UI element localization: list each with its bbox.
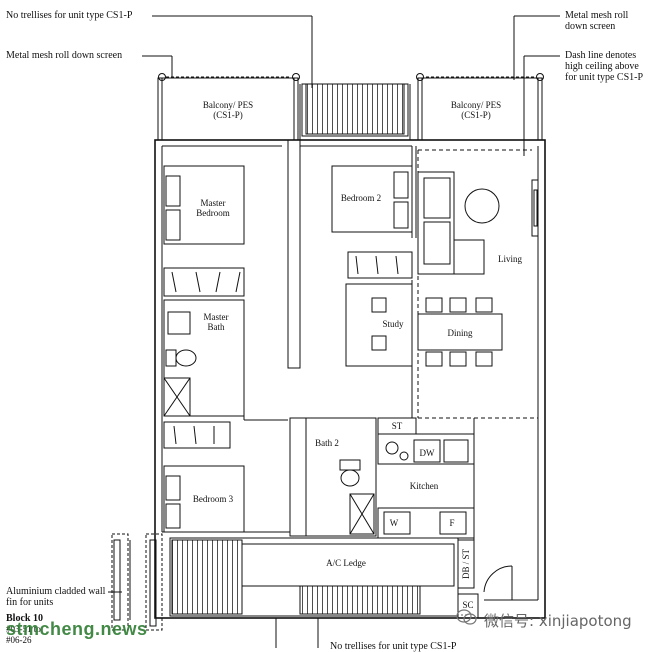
- annotation-no-trellises-bottom: No trellises for unit type CS1-P: [330, 641, 457, 652]
- watermark-wechat: 微信号: xinjiapotong: [484, 612, 632, 630]
- room-label-master-bedroom: Master Bedroom: [196, 198, 230, 218]
- room-label-f: F: [449, 518, 455, 528]
- wechat-icon: [456, 609, 477, 625]
- unit-outline: [154, 139, 546, 619]
- room-label-dining: Dining: [447, 328, 473, 338]
- room-label-living: Living: [498, 254, 522, 264]
- room-label-dw: DW: [419, 448, 435, 458]
- annotation-aluminium-fin: Aluminium cladded wall fin for units: [6, 586, 106, 608]
- room-label-balcony-left: Balcony/ PES (CS1-P): [202, 100, 254, 120]
- room-label-bedroom-2: Bedroom 2: [340, 193, 382, 203]
- room-label-balcony-right: Balcony/ PES (CS1-P): [450, 100, 502, 120]
- annotation-unit-range-2: #06-26: [6, 635, 32, 645]
- room-label-w: W: [389, 518, 399, 528]
- annotation-block: Block 10: [6, 613, 43, 624]
- room-label-bedroom-3: Bedroom 3: [192, 494, 234, 504]
- annotation-no-trellises-top: No trellises for unit type CS1-P: [6, 10, 133, 21]
- room-label-study: Study: [382, 319, 404, 329]
- room-label-master-bath: Master Bath: [203, 312, 229, 332]
- room-label-bath-2: Bath 2: [315, 438, 339, 448]
- annotation-unit-range-1: #03-51 to: [6, 624, 41, 634]
- room-label-ac-ledge: A/C Ledge: [326, 558, 366, 568]
- room-label-st: ST: [391, 421, 403, 431]
- watermark-site: stmcheng.news: [6, 619, 148, 639]
- annotation-dash-line: Dash line denotes high ceiling above for…: [565, 50, 644, 83]
- room-label-kitchen: Kitchen: [409, 481, 439, 491]
- annotation-metal-mesh-left: Metal mesh roll down screen: [6, 50, 123, 61]
- room-label-sc: SC: [462, 600, 474, 610]
- room-label-db-st: DB / ST: [461, 549, 471, 580]
- annotation-metal-mesh-right: Metal mesh roll down screen: [565, 10, 629, 32]
